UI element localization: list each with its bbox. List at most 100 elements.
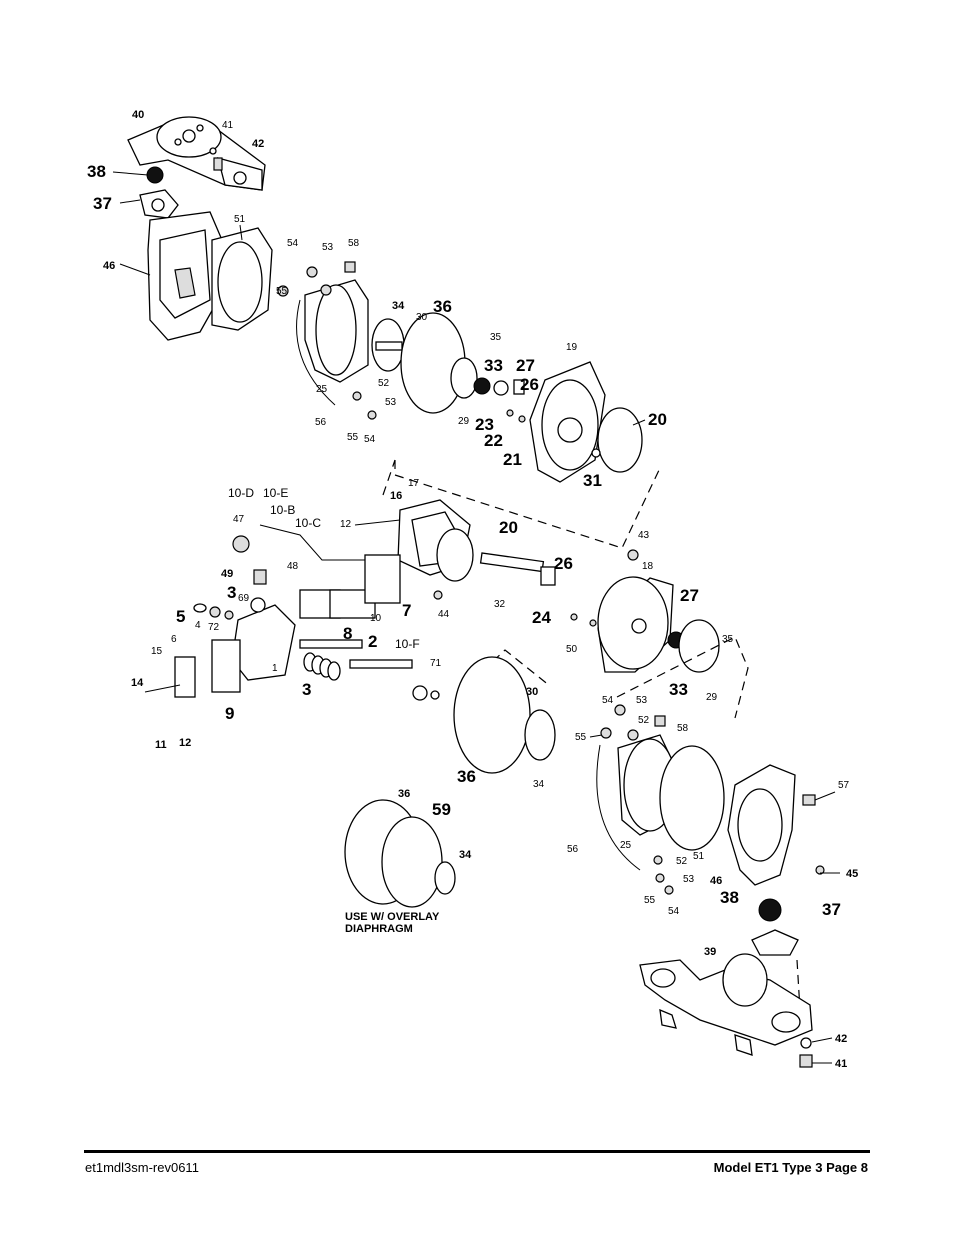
footer-model-page: Model ET1 Type 3 Page 8 bbox=[713, 1160, 868, 1175]
part-label: 54 bbox=[287, 238, 299, 249]
part-label: 38 bbox=[720, 888, 739, 907]
part-label: 52 bbox=[676, 856, 688, 867]
leader-lines bbox=[112, 171, 840, 1064]
part-label: 51 bbox=[234, 214, 246, 225]
part-label: 3 bbox=[227, 583, 236, 602]
lower-chamber-manifold bbox=[639, 764, 825, 1068]
part-label: 54 bbox=[602, 695, 614, 706]
part-label: 12 bbox=[340, 519, 352, 530]
part-label: 10 bbox=[370, 613, 382, 624]
part-label: 21 bbox=[503, 450, 522, 469]
part-label: 20 bbox=[648, 410, 667, 429]
part-label: 30 bbox=[526, 686, 538, 698]
part-label: 14 bbox=[131, 677, 144, 689]
part-label: 58 bbox=[348, 238, 360, 249]
part-label: 56 bbox=[567, 844, 579, 855]
part-label: 47 bbox=[233, 514, 245, 525]
part-label: 2 bbox=[368, 632, 377, 651]
part-label: 10-B bbox=[270, 503, 295, 517]
part-label: 37 bbox=[93, 194, 112, 213]
footer-rule bbox=[84, 1150, 870, 1153]
part-label: 19 bbox=[566, 342, 578, 353]
part-label: 31 bbox=[583, 471, 602, 490]
part-label: 42 bbox=[835, 1033, 847, 1045]
upper-air-chamber-assembly bbox=[277, 261, 643, 483]
overlay-note-line-2: DIAPHRAGM bbox=[345, 923, 413, 935]
part-label: 54 bbox=[364, 434, 376, 445]
part-label: 38 bbox=[87, 162, 106, 181]
part-label: 26 bbox=[554, 554, 573, 573]
part-label: 23 bbox=[475, 415, 494, 434]
part-label: 10-D bbox=[228, 486, 254, 500]
upper-manifold-assembly bbox=[127, 116, 273, 341]
part-label: 53 bbox=[683, 874, 695, 885]
part-label: 16 bbox=[390, 490, 402, 502]
part-label: 6 bbox=[171, 634, 177, 645]
part-label: 25 bbox=[316, 384, 328, 395]
part-label: 53 bbox=[322, 242, 334, 253]
part-label: 12 bbox=[179, 737, 191, 749]
overlay-diaphragm-inset bbox=[344, 799, 456, 908]
part-label: 10-C bbox=[295, 516, 321, 530]
part-label: 39 bbox=[704, 946, 716, 958]
part-label: 45 bbox=[846, 868, 858, 880]
lower-diaphragm-assembly bbox=[453, 649, 725, 895]
part-label: 30 bbox=[416, 312, 428, 323]
part-label: 32 bbox=[494, 599, 506, 610]
center-section-assembly bbox=[382, 459, 749, 719]
footer-document-code: et1mdl3sm-rev0611 bbox=[85, 1160, 199, 1175]
part-label: 41 bbox=[835, 1058, 847, 1070]
part-label: 71 bbox=[430, 658, 442, 669]
part-label: 72 bbox=[208, 622, 220, 633]
part-label: 49 bbox=[221, 568, 233, 580]
part-label: 52 bbox=[638, 715, 650, 726]
part-label: 55 bbox=[644, 895, 656, 906]
part-label: 15 bbox=[151, 646, 163, 657]
part-label: 34 bbox=[392, 300, 405, 312]
part-label: 53 bbox=[385, 397, 397, 408]
part-label: 17 bbox=[408, 478, 420, 489]
part-label: 53 bbox=[636, 695, 648, 706]
part-label: 29 bbox=[458, 416, 470, 427]
part-label: 3 bbox=[302, 680, 311, 699]
part-label: 57 bbox=[838, 780, 850, 791]
overlay-note-line-1: USE W/ OVERLAY bbox=[345, 911, 440, 923]
part-label: 20 bbox=[499, 518, 518, 537]
part-label: 26 bbox=[520, 375, 539, 394]
part-label: 50 bbox=[566, 644, 578, 655]
part-label: 52 bbox=[378, 378, 390, 389]
part-label: 51 bbox=[693, 851, 705, 862]
part-label: 54 bbox=[668, 906, 680, 917]
spool-rings bbox=[299, 639, 413, 681]
part-label: 27 bbox=[516, 356, 535, 375]
part-label: 58 bbox=[677, 723, 689, 734]
part-label: 10-E bbox=[263, 486, 288, 500]
part-label: 40 bbox=[132, 109, 144, 121]
part-label: 25 bbox=[620, 840, 632, 851]
part-label: 22 bbox=[484, 431, 503, 450]
part-label: 46 bbox=[710, 875, 722, 887]
part-label: 44 bbox=[438, 609, 450, 620]
part-label: 18 bbox=[642, 561, 654, 572]
part-label: 41 bbox=[222, 120, 234, 131]
part-label: 37 bbox=[822, 900, 841, 919]
part-label: 43 bbox=[638, 530, 650, 541]
part-label: 55 bbox=[347, 432, 359, 443]
part-label: 35 bbox=[490, 332, 502, 343]
part-label: 36 bbox=[433, 297, 452, 316]
part-label: 35 bbox=[722, 634, 734, 645]
part-label: 1 bbox=[272, 663, 278, 674]
part-label: 9 bbox=[225, 704, 234, 723]
part-label: 33 bbox=[484, 356, 503, 375]
part-label: 36 bbox=[457, 767, 476, 786]
part-label: 69 bbox=[238, 593, 250, 604]
part-label: 46 bbox=[103, 260, 115, 272]
part-label: 5 bbox=[176, 607, 185, 626]
pilot-valve-assembly bbox=[144, 524, 440, 701]
part-label: 11 bbox=[155, 739, 167, 751]
part-label: 34 bbox=[459, 849, 472, 861]
part-label: 27 bbox=[680, 586, 699, 605]
part-label: 55 bbox=[276, 286, 288, 297]
